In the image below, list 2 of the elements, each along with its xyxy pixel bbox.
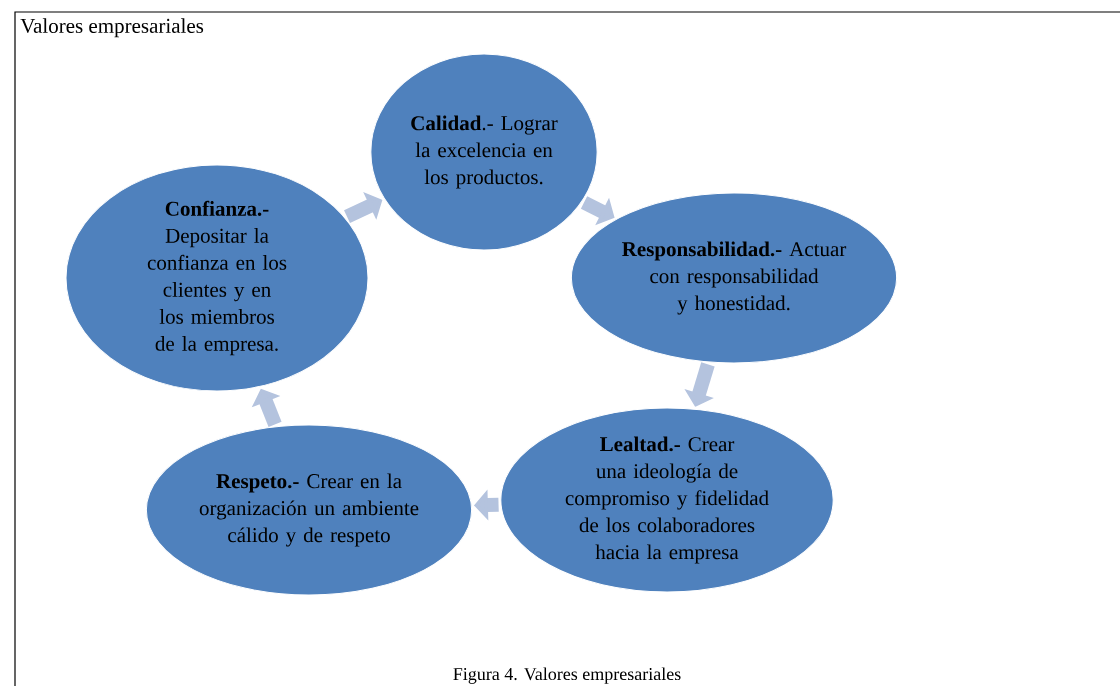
title: Valores empresariales [20, 18, 204, 38]
caption: Figura 4. Valores empresariales [453, 667, 681, 684]
